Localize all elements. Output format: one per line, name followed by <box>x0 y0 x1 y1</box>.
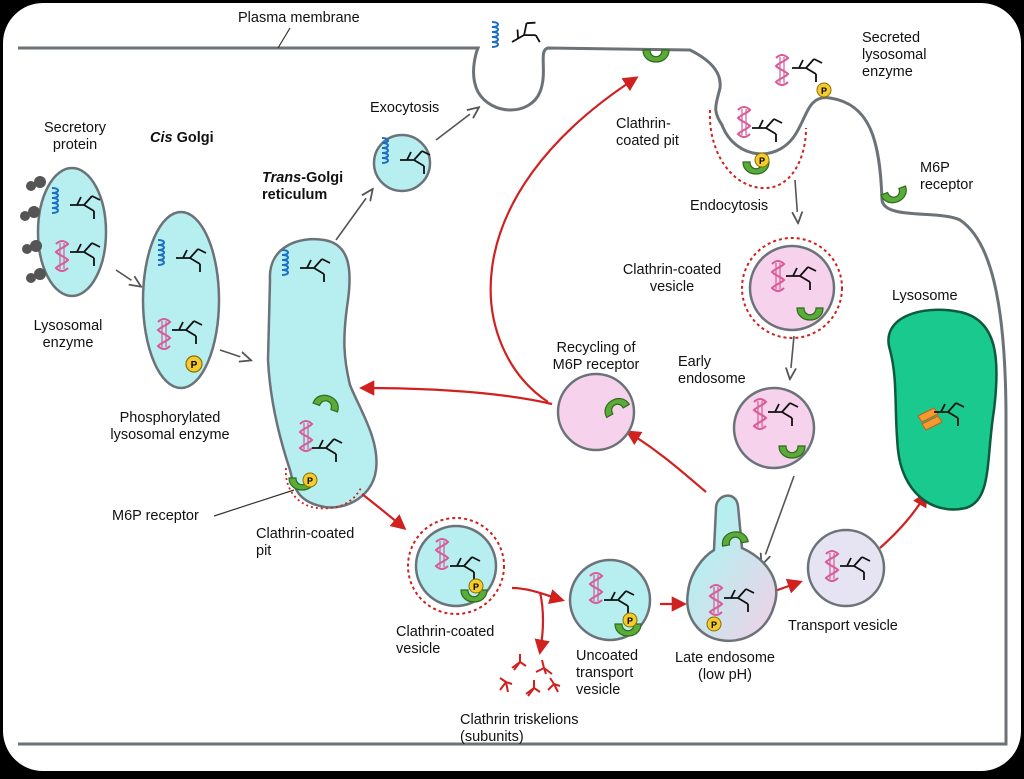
exocytic-vesicle <box>372 133 432 193</box>
label-transport-vesicle: Transport vesicle <box>788 618 898 634</box>
svg-text:P: P <box>307 476 313 486</box>
arrow-trans-exo <box>335 190 372 241</box>
er-vesicle <box>20 166 108 298</box>
label-plasma-membrane: Plasma membrane <box>238 10 360 26</box>
svg-text:P: P <box>191 360 198 371</box>
clathrin-triskelions <box>499 654 561 697</box>
arrow-recycle-golgi <box>358 380 553 406</box>
label-secretory-protein: Secretory protein <box>43 120 107 153</box>
arrow-cis-trans <box>219 349 250 360</box>
arrow-er-cis <box>115 269 140 286</box>
secreted-enzyme: P <box>775 54 832 98</box>
arrow-vesicle-early <box>790 335 794 378</box>
arrow-pit-vesicle <box>795 179 798 222</box>
label-clathrin-coated-vesicle-bottom: Clathrin-coated vesicle <box>396 624 495 657</box>
label-clathrin-coated-vesicle-top: Clathrin-coated vesicle <box>622 262 722 295</box>
arrow-ccv-uncoated <box>511 586 565 605</box>
arrow-early-late <box>762 475 795 564</box>
label-m6p-receptor-right: M6P receptor <box>920 160 974 193</box>
clathrin-coated-pit-membrane: P <box>708 106 807 190</box>
svg-text:P: P <box>759 156 765 166</box>
label-clathrin-triskelions: Clathrin triskelions (subunits) <box>460 712 579 745</box>
label-phosphorylated-enzyme: Phosphorylated lysosomal enzyme <box>110 410 230 443</box>
arrow-golgi-ccv <box>361 493 407 530</box>
label-clathrin-coated-pit-golgi: Clathrin-coated pit <box>256 526 355 559</box>
label-trans-golgi-italic: Trans <box>262 170 302 186</box>
clathrin-coated-vesicle-top <box>741 237 843 339</box>
label-uncoated-transport-vesicle: Uncoated transport vesicle <box>576 648 639 698</box>
label-endocytosis: Endocytosis <box>690 198 769 214</box>
label-trans-golgi: Trans-Golgi reticulum <box>262 170 343 204</box>
label-recycling-m6p: Recycling of M6P receptor <box>552 340 640 373</box>
svg-text:P: P <box>473 582 479 592</box>
label-cis-golgi: Cis Golgi <box>150 130 214 147</box>
label-secreted-lysosomal-enzyme: Secreted lysosomal enzyme <box>862 30 927 80</box>
label-cis-golgi-italic: Cis <box>150 130 173 146</box>
label-cis-golgi-rest: Golgi <box>172 130 214 146</box>
label-exocytosis: Exocytosis <box>370 100 440 116</box>
arrow-ccv-triskelions <box>534 591 550 656</box>
plasma-membrane-pointer <box>277 27 291 49</box>
uncoated-transport-vesicle: P <box>568 558 652 642</box>
transport-vesicle <box>806 528 886 608</box>
svg-text:P: P <box>711 620 717 630</box>
svg-text:P: P <box>821 86 827 96</box>
label-lysosome: Lysosome <box>892 288 958 304</box>
arrow-exo-membrane <box>435 108 478 141</box>
clathrin-coated-vesicle-bottom: P <box>407 517 505 615</box>
svg-text:P: P <box>627 616 633 626</box>
m6p-receptor-pointer <box>213 489 295 517</box>
arrow-recycle-pm <box>489 76 639 403</box>
diagram-frame <box>3 3 1021 771</box>
late-endosome: P <box>686 494 778 643</box>
recycling-vesicle <box>556 372 636 452</box>
label-trans-golgi-rest: -Golgi reticulum <box>262 170 344 203</box>
trans-golgi: P <box>266 237 378 510</box>
cis-golgi: P <box>141 210 221 390</box>
early-endosome <box>732 386 816 470</box>
label-clathrin-coated-pit-membrane: Clathrin- coated pit <box>616 116 679 149</box>
label-late-endosome: Late endosome (low pH) <box>675 650 775 683</box>
label-lysosomal-enzyme: Lysosomal enzyme <box>33 318 103 351</box>
label-m6p-receptor-left: M6P receptor <box>112 508 199 524</box>
label-early-endosome: Early endosome <box>678 354 746 387</box>
lysosome <box>887 308 998 511</box>
arrow-late-recycle <box>625 430 707 493</box>
